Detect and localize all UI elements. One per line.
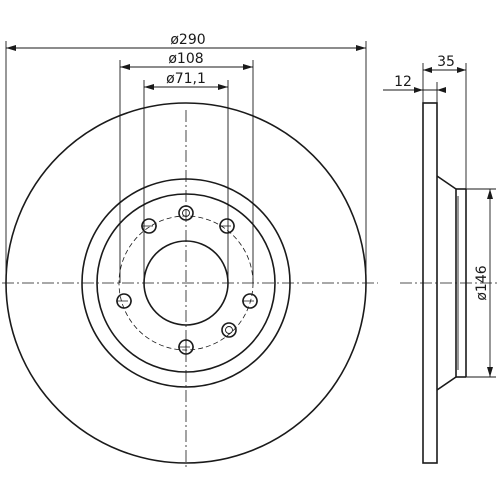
dimension-outer-diameter: ø290 [170,32,205,48]
arrow-head [120,64,130,70]
arrow-head [487,367,493,377]
arrow-head [414,87,423,93]
bolt-hole-inner [225,326,233,334]
arrow-head [437,87,446,93]
hat-profile [436,175,457,391]
arrow-head [487,189,493,199]
dimension-center-bore-diameter: ø71,1 [166,71,206,87]
hat-outer-edge [81,178,291,388]
side-dimensions: 35 12 ø146 [383,54,496,378]
front-view [2,102,378,470]
bolt-hole [221,322,237,338]
arrow-head [218,84,228,90]
arrow-head [6,45,16,51]
front-dimensions: ø290 ø108 ø71,1 [5,32,367,283]
dimension-hat-diameter: ø146 [474,265,490,300]
bolt-hole [178,205,194,221]
dimension-disc-thickness: 12 [394,74,412,90]
arrow-head [423,67,432,73]
arrow-head [243,64,253,70]
arrow-head [144,84,154,90]
dimension-bolt-circle-diameter: ø108 [168,51,203,67]
arrow-head [356,45,366,51]
disc-plate-section [422,102,438,464]
bolt-hole-inner [182,209,190,217]
side-view [400,102,498,464]
dimension-overall-height: 35 [437,54,455,70]
hat-inner-edge [96,193,276,373]
arrow-head [457,67,466,73]
